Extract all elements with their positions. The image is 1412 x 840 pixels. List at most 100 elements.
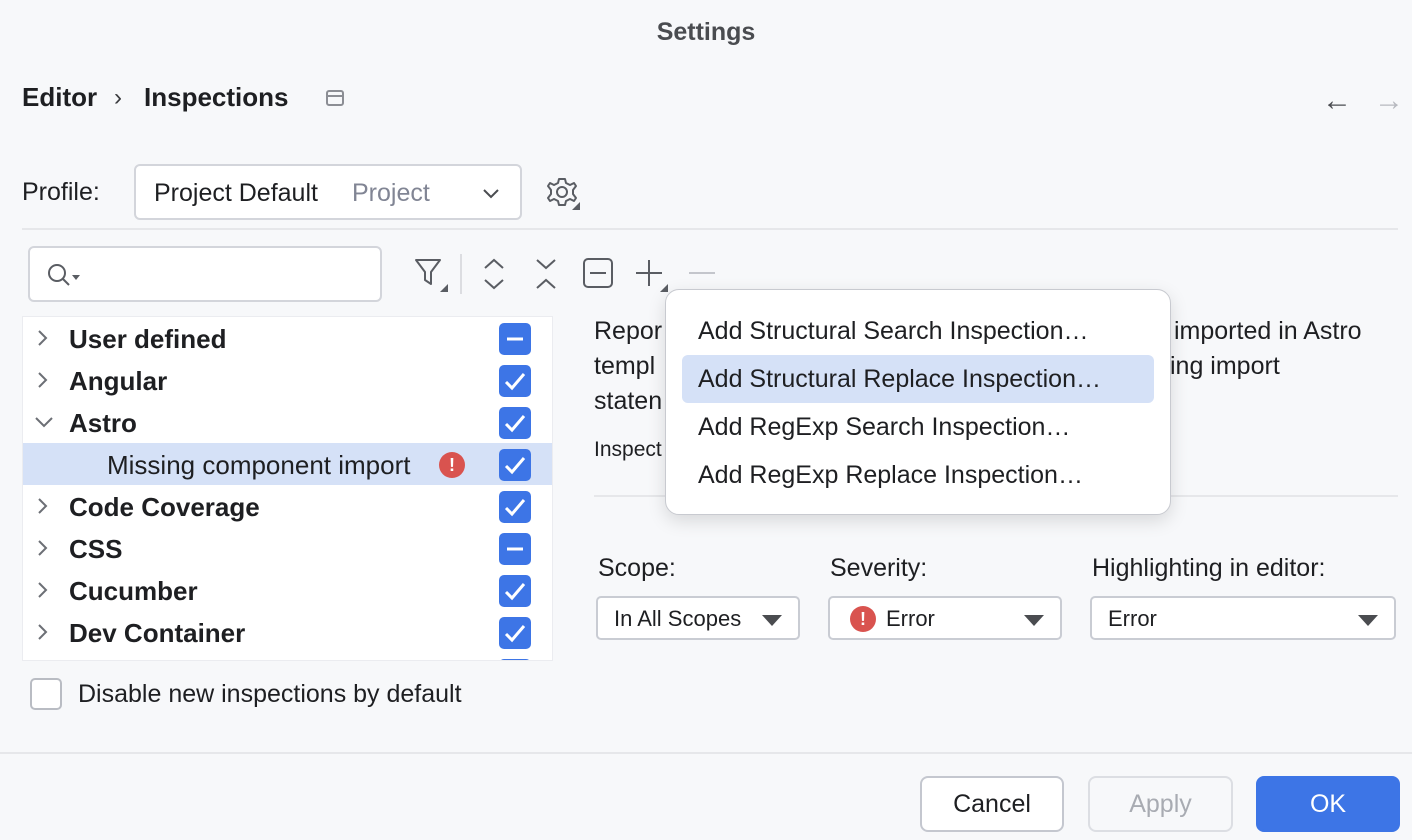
- partial-checkbox[interactable]: [499, 323, 531, 355]
- dialog-title: Settings: [656, 18, 756, 46]
- partial-checkbox[interactable]: [499, 533, 531, 565]
- description-line-2-end: ing import: [1170, 352, 1280, 380]
- search-icon: [48, 264, 80, 286]
- breadcrumb-inspections: Inspections: [144, 82, 289, 112]
- highlighting-label: Highlighting in editor:: [1092, 554, 1326, 582]
- menu-item-add-regexp-search[interactable]: Add RegExp Search Inspection…: [682, 403, 1154, 451]
- checkmark-icon: [504, 583, 526, 601]
- chevron-right-icon[interactable]: [33, 495, 53, 517]
- gear-icon[interactable]: [546, 176, 582, 212]
- breadcrumb-editor[interactable]: Editor: [22, 82, 98, 112]
- add-icon[interactable]: [634, 258, 670, 294]
- description-line-1-end: imported in Astro: [1174, 317, 1362, 345]
- ok-button[interactable]: OK: [1256, 776, 1400, 832]
- disable-new-inspections-label: Disable new inspections by default: [78, 680, 462, 708]
- toolbar-separator: [460, 254, 462, 294]
- collapse-all-icon[interactable]: [534, 258, 558, 290]
- chevron-down-icon: [483, 189, 499, 199]
- profile-label: Profile:: [22, 178, 100, 206]
- search-input[interactable]: [28, 246, 382, 302]
- checkmark-icon: [504, 625, 526, 643]
- checkbox[interactable]: [499, 491, 531, 523]
- description-line-2-start: templ: [594, 352, 656, 380]
- dropdown-arrow-icon: [1358, 615, 1378, 626]
- reset-to-empty-icon[interactable]: [583, 258, 613, 288]
- checkbox[interactable]: [499, 365, 531, 397]
- error-severity-icon: !: [439, 452, 465, 478]
- cancel-button[interactable]: Cancel: [920, 776, 1064, 832]
- chevron-right-icon[interactable]: [33, 537, 53, 559]
- tree-item-label: Angular: [69, 366, 168, 396]
- profile-select[interactable]: Project Default Project: [134, 164, 522, 220]
- tree-item-missing-component-import[interactable]: Missing component import !: [23, 443, 552, 485]
- search-field[interactable]: [90, 256, 360, 292]
- dash-icon: [507, 337, 523, 341]
- tree-item-code-coverage[interactable]: Code Coverage: [23, 485, 552, 527]
- tree-item-label: Code Coverage: [69, 492, 260, 522]
- menu-item-add-regexp-replace[interactable]: Add RegExp Replace Inspection…: [682, 451, 1154, 499]
- severity-label: Severity:: [830, 554, 928, 582]
- disable-new-inspections-checkbox[interactable]: [30, 678, 62, 710]
- profile-divider: [22, 228, 1398, 230]
- scope-select[interactable]: In All Scopes: [596, 596, 800, 640]
- checkmark-icon: [504, 373, 526, 391]
- tree-item-cucumber[interactable]: Cucumber: [23, 569, 552, 611]
- back-arrow-icon[interactable]: ←: [1322, 84, 1352, 117]
- highlighting-value: Error: [1108, 606, 1157, 631]
- tree-item-label: Cucumber: [69, 576, 198, 606]
- chevron-right-icon[interactable]: [33, 327, 53, 349]
- apply-button[interactable]: Apply: [1088, 776, 1233, 832]
- chevron-right-icon[interactable]: [33, 621, 53, 643]
- tree-item-label: User defined: [69, 324, 227, 354]
- checkmark-icon: [504, 457, 526, 475]
- scope-value: In All Scopes: [614, 606, 742, 631]
- expand-all-icon[interactable]: [482, 258, 506, 290]
- dash-icon: [507, 547, 523, 551]
- checkbox[interactable]: [499, 617, 531, 649]
- menu-item-label: Add Structural Replace Inspection…: [698, 365, 1101, 393]
- tree-item-label: Astro: [69, 408, 137, 438]
- tree-item-label: Dev Container: [69, 618, 246, 648]
- tree-item-user-defined[interactable]: User defined: [23, 317, 552, 359]
- remove-icon[interactable]: [688, 258, 716, 288]
- profile-scope: Project: [352, 179, 430, 207]
- severity-select[interactable]: ! Error: [828, 596, 1062, 640]
- checkbox[interactable]: [499, 407, 531, 439]
- filter-icon[interactable]: [414, 258, 450, 294]
- menu-item-label: Add Structural Search Inspection…: [698, 317, 1089, 345]
- checkbox[interactable]: [499, 659, 531, 660]
- checkbox[interactable]: [499, 575, 531, 607]
- profile-value: Project Default: [154, 179, 318, 207]
- tree-item-partial: [23, 653, 552, 660]
- tree-item-label: CSS: [69, 534, 123, 564]
- footer-divider: [0, 752, 1412, 754]
- checkmark-icon: [504, 415, 526, 433]
- highlighting-select[interactable]: Error: [1090, 596, 1396, 640]
- tree-item-astro[interactable]: Astro: [23, 401, 552, 443]
- inspections-tree[interactable]: User defined Angular Astro Missing compo…: [22, 316, 553, 661]
- menu-item-add-structural-search[interactable]: Add Structural Search Inspection…: [682, 307, 1154, 355]
- add-inspection-popup: Add Structural Search Inspection… Add St…: [665, 289, 1171, 515]
- description-line-3-start: staten: [594, 387, 663, 415]
- error-severity-icon: !: [850, 606, 876, 632]
- checkmark-icon: [504, 499, 526, 517]
- severity-value: Error: [886, 606, 935, 631]
- open-in-window-icon[interactable]: [326, 90, 344, 106]
- description-line-1-start: Repor: [594, 317, 663, 345]
- inspection-id-start: Inspect: [594, 438, 662, 461]
- forward-arrow-icon[interactable]: →: [1374, 84, 1404, 117]
- dropdown-arrow-icon: [1024, 615, 1044, 626]
- chevron-down-icon[interactable]: [33, 411, 55, 433]
- tree-item-css[interactable]: CSS: [23, 527, 552, 569]
- chevron-right-icon[interactable]: [33, 579, 53, 601]
- scope-label: Scope:: [598, 554, 676, 582]
- tree-item-angular[interactable]: Angular: [23, 359, 552, 401]
- tree-item-dev-container[interactable]: Dev Container: [23, 611, 552, 653]
- chevron-right-icon[interactable]: [33, 369, 53, 391]
- dropdown-arrow-icon: [762, 615, 782, 626]
- menu-item-add-structural-replace[interactable]: Add Structural Replace Inspection…: [682, 355, 1154, 403]
- checkbox[interactable]: [499, 449, 531, 481]
- menu-item-label: Add RegExp Replace Inspection…: [698, 461, 1083, 489]
- menu-item-label: Add RegExp Search Inspection…: [698, 413, 1071, 441]
- breadcrumb-separator: ›: [114, 84, 122, 111]
